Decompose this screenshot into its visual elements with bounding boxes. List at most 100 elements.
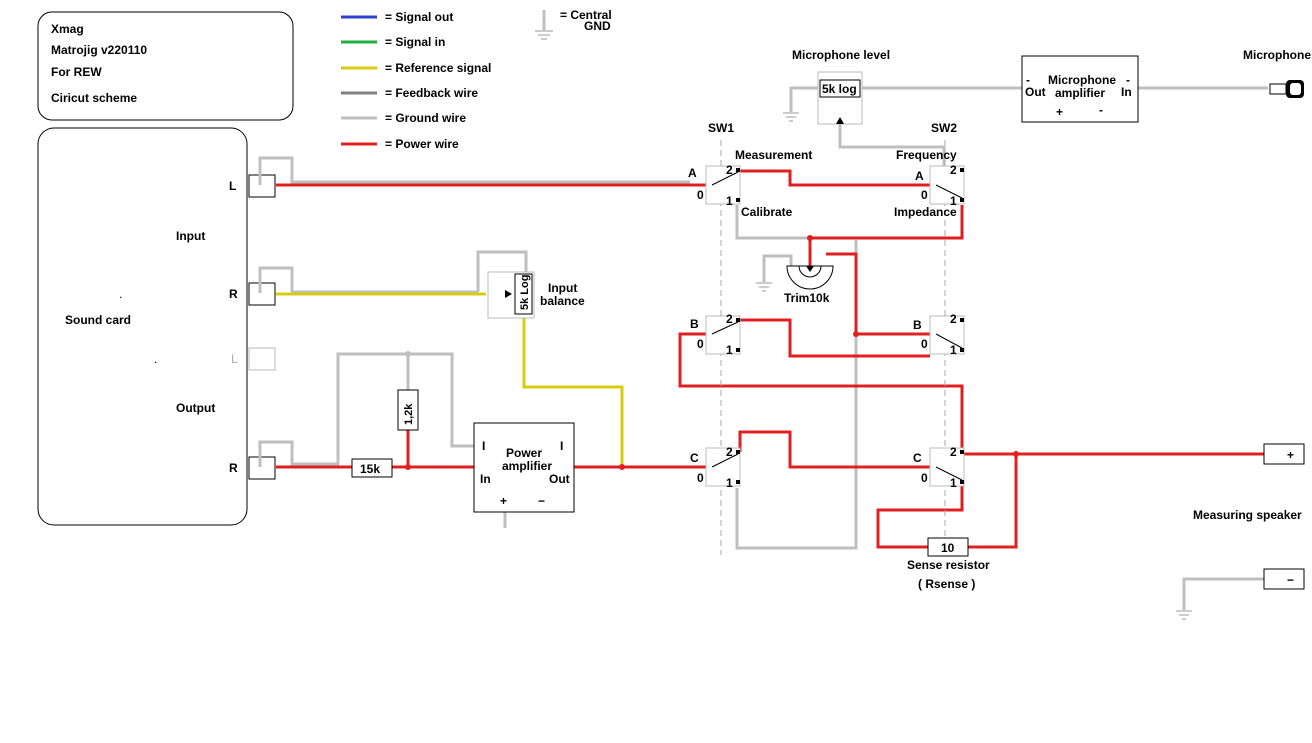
svg-text:+: + bbox=[500, 494, 507, 508]
mic-level-pot: Microphone level 5k log bbox=[792, 48, 890, 125]
input-pot-value: 5k Log bbox=[519, 275, 531, 310]
svg-text:0: 0 bbox=[697, 188, 704, 202]
sound-card-output-label: Output bbox=[176, 401, 215, 415]
svg-text:1: 1 bbox=[726, 194, 733, 208]
reference-wires bbox=[276, 292, 624, 467]
legend-signal-in: = Signal in bbox=[385, 35, 445, 49]
measurement-label: Measurement bbox=[735, 148, 812, 162]
title-line-2: Matrojig v220110 bbox=[51, 43, 147, 57]
impedance-label: Impedance bbox=[894, 205, 957, 219]
sw1-label: SW1 bbox=[708, 121, 734, 135]
jack-input-r bbox=[248, 282, 276, 306]
speaker-label: Measuring speaker bbox=[1193, 508, 1302, 522]
svg-text:B: B bbox=[690, 317, 699, 331]
legend-signal-out: = Signal out bbox=[385, 10, 453, 24]
title-box: Xmag Matrojig v220110 For REW Ciricut sc… bbox=[37, 11, 294, 121]
legend-feedback-wire: = Feedback wire bbox=[385, 86, 478, 100]
frequency-label: Frequency bbox=[896, 148, 957, 162]
svg-text:amplifier: amplifier bbox=[1055, 86, 1105, 100]
svg-text:10: 10 bbox=[941, 541, 955, 555]
sw1-section-c: C 0 2 1 bbox=[690, 445, 741, 490]
input-l-label: L bbox=[229, 179, 236, 193]
measuring-speaker: + Measuring speaker − bbox=[1193, 443, 1305, 590]
svg-text:5k log: 5k log bbox=[822, 82, 857, 96]
sw2-section-a: A 0 2 1 bbox=[915, 163, 965, 208]
svg-text:−: − bbox=[538, 494, 545, 508]
microphone-label: Microphone bbox=[1243, 48, 1311, 62]
resistor-1k2: 1,2k bbox=[397, 389, 419, 431]
svg-text:1: 1 bbox=[950, 343, 957, 357]
svg-text:1: 1 bbox=[726, 343, 733, 357]
sense-resistor-label-2: ( Rsense ) bbox=[918, 577, 975, 591]
svg-text:1: 1 bbox=[950, 194, 957, 208]
resistor-15k: 15k bbox=[351, 458, 393, 478]
svg-text:A: A bbox=[688, 166, 697, 180]
legend: = Signal out = Signal in = Reference sig… bbox=[341, 10, 491, 151]
speaker-plus-terminal bbox=[1263, 443, 1305, 465]
output-r-label: R bbox=[229, 461, 238, 475]
output-l-label: L bbox=[231, 352, 238, 366]
svg-text:C: C bbox=[690, 451, 699, 465]
title-line-1: Xmag bbox=[51, 22, 84, 36]
central-gnd-label-1: = Central bbox=[560, 8, 612, 22]
svg-text:2: 2 bbox=[950, 445, 957, 459]
svg-text:0: 0 bbox=[921, 471, 928, 485]
switches: SW1 SW2 Measurement Calibrate Frequency … bbox=[688, 121, 965, 490]
svg-text:1: 1 bbox=[726, 476, 733, 490]
sound-card-label: Sound card bbox=[65, 313, 131, 327]
sense-resistor-label: Sense resistor bbox=[907, 558, 990, 572]
speaker-minus-terminal bbox=[1263, 568, 1305, 590]
legend-reference-signal: = Reference signal bbox=[385, 61, 491, 75]
sw2-section-b: B 0 2 1 bbox=[913, 312, 965, 357]
svg-text:In: In bbox=[480, 472, 491, 486]
input-r-label: R bbox=[229, 287, 238, 301]
power-amplifier: Power amplifier I I In Out + − bbox=[473, 422, 575, 513]
svg-text:0: 0 bbox=[697, 337, 704, 351]
sw2-label: SW2 bbox=[931, 121, 957, 135]
central-gnd: = Central GND bbox=[535, 8, 612, 40]
svg-text:1,2k: 1,2k bbox=[403, 403, 415, 425]
svg-text:+: + bbox=[1287, 448, 1294, 462]
jack-input-l bbox=[248, 174, 276, 198]
svg-text:0: 0 bbox=[697, 471, 704, 485]
mic-level-label: Microphone level bbox=[792, 48, 890, 62]
svg-text:.: . bbox=[154, 352, 157, 366]
trim-pot: Trim10k bbox=[784, 265, 834, 305]
svg-text:−: − bbox=[1287, 573, 1294, 587]
title-line-3: For REW bbox=[51, 65, 102, 79]
svg-text:0: 0 bbox=[921, 337, 928, 351]
legend-power-wire: = Power wire bbox=[385, 137, 459, 151]
sound-card-input-label: Input bbox=[176, 229, 205, 243]
microphone: Microphone bbox=[1243, 48, 1311, 98]
svg-text:Microphone: Microphone bbox=[1048, 73, 1116, 87]
svg-text:-: - bbox=[1099, 103, 1103, 117]
sense-resistor: 10 Sense resistor ( Rsense ) bbox=[907, 537, 990, 591]
sound-card: Input Sound card Output . . L R L R bbox=[37, 127, 276, 526]
power-wires bbox=[276, 169, 1264, 549]
mic-amplifier: Microphone amplifier - - Out In + - bbox=[1021, 55, 1139, 123]
svg-text:Trim10k: Trim10k bbox=[784, 291, 830, 305]
title-line-4: Ciricut scheme bbox=[51, 91, 137, 105]
sw1-section-a: A 0 2 1 bbox=[688, 163, 741, 208]
svg-text:+: + bbox=[1056, 105, 1063, 119]
svg-text:B: B bbox=[913, 318, 922, 332]
svg-text:In: In bbox=[1121, 85, 1132, 99]
svg-text:A: A bbox=[915, 169, 924, 183]
svg-text:-: - bbox=[1126, 73, 1130, 87]
svg-text:2: 2 bbox=[950, 163, 957, 177]
calibrate-label: Calibrate bbox=[741, 205, 793, 219]
svg-text:Out: Out bbox=[1025, 85, 1046, 99]
input-balance-pot: 5k Log Input balance bbox=[487, 271, 585, 319]
ground-wires bbox=[258, 86, 1268, 620]
svg-text:amplifier: amplifier bbox=[502, 459, 552, 473]
svg-text:2: 2 bbox=[950, 312, 957, 326]
svg-text:I: I bbox=[560, 439, 563, 453]
central-gnd-label-2: GND bbox=[584, 19, 611, 33]
sw2-section-c: C 0 2 1 bbox=[913, 445, 965, 490]
svg-text:1: 1 bbox=[950, 476, 957, 490]
svg-text:I: I bbox=[482, 439, 485, 453]
input-balance-label-2: balance bbox=[540, 294, 585, 308]
svg-text:-: - bbox=[1026, 73, 1030, 87]
input-balance-label-1: Input bbox=[548, 281, 577, 295]
